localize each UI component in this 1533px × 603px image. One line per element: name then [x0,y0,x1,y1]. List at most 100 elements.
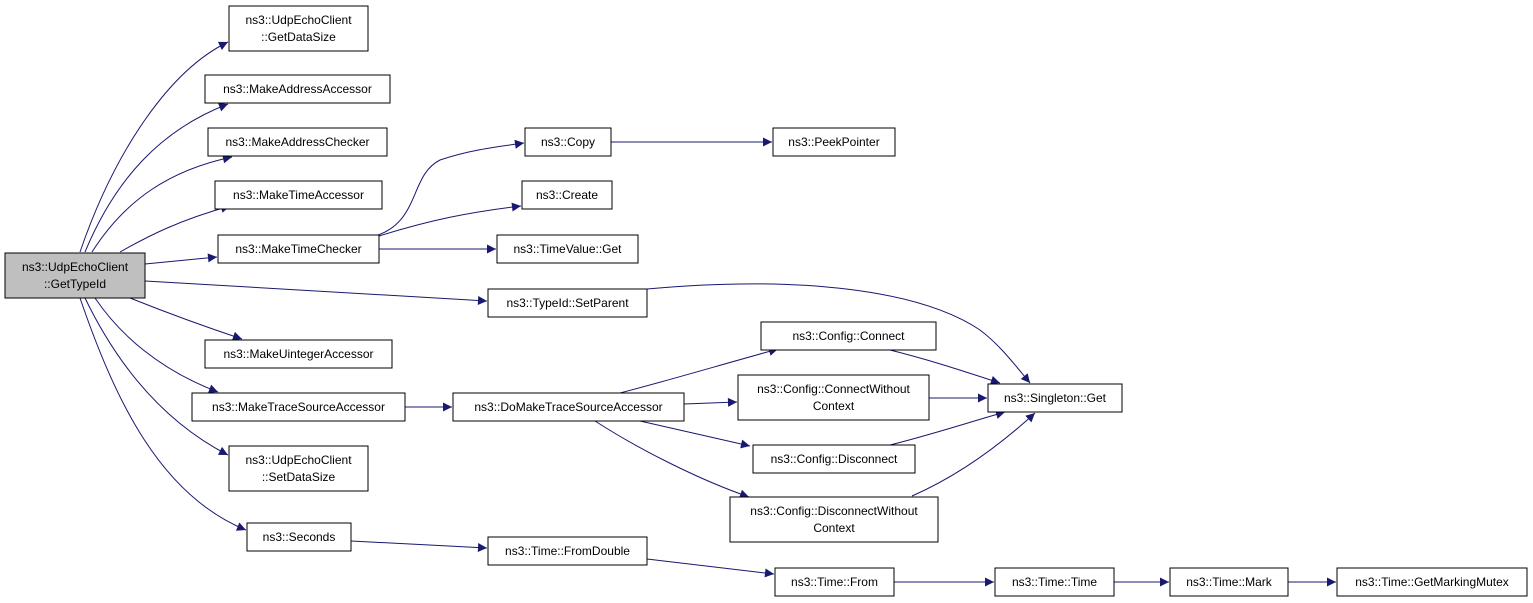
node-make-time-checker[interactable]: ns3::MakeTimeChecker [217,234,380,264]
edge-root-to-make-address-accessor [84,103,229,253]
node-label: ns3::PeekPointer [788,135,879,149]
node-type-id-set-parent[interactable]: ns3::TypeId::SetParent [487,288,648,318]
edge-root-to-make-uinteger-accessor [129,297,243,341]
node-label: Context [813,399,855,413]
node-box [207,127,388,157]
node-label: ns3::MakeAddressChecker [225,135,369,149]
node-time-from[interactable]: ns3::Time::From [774,567,895,597]
call-edges [79,41,1336,587]
node-box [214,180,383,210]
node-seconds[interactable]: ns3::Seconds [246,522,352,552]
edge-root-to-get-data-size [79,41,229,253]
node-box [772,127,896,157]
node-label: ns3::Config::ConnectWithout [757,382,910,396]
node-label: ns3::Config::Disconnect [771,452,898,466]
node-get-data-size[interactable]: ns3::UdpEchoClient::GetDataSize [228,5,369,52]
node-box [217,234,380,264]
node-label: ns3::Time::Mark [1186,575,1273,589]
edge-root-to-make-time-accessor [119,204,231,253]
node-label: ns3::UdpEchoClient [22,260,129,274]
node-config-connect[interactable]: ns3::Config::Connect [760,321,937,351]
node-peek-pointer[interactable]: ns3::PeekPointer [772,127,896,157]
node-make-address-accessor[interactable]: ns3::MakeAddressAccessor [204,74,391,104]
edge-do-make-trace-source-accessor-to-config-connect-without-context [683,397,738,407]
node-make-address-checker[interactable]: ns3::MakeAddressChecker [207,127,388,157]
node-box [752,444,916,474]
node-label: ns3::Copy [541,135,595,149]
node-label: ns3::Time::Time [1012,575,1097,589]
edge-make-time-checker-to-copy [377,139,525,236]
edge-do-make-trace-source-accessor-to-config-connect [619,347,779,394]
node-label: ns3::Singleton::Get [1004,391,1107,405]
node-label: ns3::UdpEchoClient [245,453,352,467]
node-box [774,567,895,597]
node-time-from-double[interactable]: ns3::Time::FromDouble [487,536,648,566]
call-nodes: ns3::UdpEchoClient::GetTypeIdns3::UdpEch… [4,5,1528,597]
node-box [228,5,369,52]
node-label: ::SetDataSize [262,470,336,484]
edge-root-to-seconds [79,297,247,531]
node-box [487,536,648,566]
node-label: ns3::TypeId::SetParent [506,296,629,310]
node-box [204,339,393,369]
edge-seconds-to-time-from-double [350,540,488,553]
node-box [487,288,648,318]
node-box [191,392,406,422]
node-label: ns3::Create [536,188,598,202]
node-box [729,496,939,543]
node-config-disconnect[interactable]: ns3::Config::Disconnect [752,444,916,474]
node-label: ns3::MakeTimeChecker [235,242,361,256]
node-label: ns3::UdpEchoClient [245,13,352,27]
edge-root-to-make-trace-source-accessor [94,297,219,394]
edge-do-make-trace-source-accessor-to-config-disconnect [639,420,751,449]
node-label: ns3::MakeAddressAccessor [223,82,372,96]
node-label: Context [813,521,855,535]
node-box [228,445,369,492]
node-make-time-accessor[interactable]: ns3::MakeTimeAccessor [214,180,383,210]
node-root[interactable]: ns3::UdpEchoClient::GetTypeId [4,252,146,299]
node-make-uinteger-accessor[interactable]: ns3::MakeUintegerAccessor [204,339,393,369]
node-box [994,567,1115,597]
edge-root-to-set-data-size [84,297,229,456]
node-box [204,74,391,104]
node-label: ns3::TimeValue::Get [513,242,622,256]
node-box [1169,567,1289,597]
node-time-time[interactable]: ns3::Time::Time [994,567,1115,597]
node-label: ns3::MakeTraceSourceAccessor [212,400,385,414]
node-box [524,127,612,157]
node-time-mark[interactable]: ns3::Time::Mark [1169,567,1289,597]
node-make-trace-source-accessor[interactable]: ns3::MakeTraceSourceAccessor [191,392,406,422]
node-label: ns3::Seconds [263,530,336,544]
node-label: ns3::Time::FromDouble [505,544,630,558]
node-box [246,522,352,552]
node-set-data-size[interactable]: ns3::UdpEchoClient::SetDataSize [228,445,369,492]
node-time-get-marking-mutex[interactable]: ns3::Time::GetMarkingMutex [1336,567,1528,597]
node-time-value-get[interactable]: ns3::TimeValue::Get [496,234,639,264]
edge-config-connect-to-singleton-get [889,349,1001,385]
node-box [452,392,685,422]
node-label: ns3::Time::GetMarkingMutex [1355,575,1509,589]
edge-config-disconnect-to-singleton-get [889,410,1006,446]
node-label: ns3::Config::DisconnectWithout [750,504,918,518]
node-box [521,180,613,210]
node-singleton-get[interactable]: ns3::Singleton::Get [987,383,1123,413]
edge-root-to-make-time-checker [144,253,218,265]
edge-make-time-checker-to-create [378,202,522,237]
node-label: ns3::DoMakeTraceSourceAccessor [474,400,662,414]
node-box [987,383,1123,413]
node-box [737,374,930,421]
edge-root-to-type-id-set-parent [144,280,488,305]
node-box [1336,567,1528,597]
node-label: ::GetTypeId [44,277,106,291]
node-label: ::GetDataSize [261,30,336,44]
node-create[interactable]: ns3::Create [521,180,613,210]
node-label: ns3::Config::Connect [792,329,905,343]
node-do-make-trace-source-accessor[interactable]: ns3::DoMakeTraceSourceAccessor [452,392,685,422]
node-copy[interactable]: ns3::Copy [524,127,612,157]
edge-type-id-set-parent-to-singleton-get [646,283,1031,384]
edge-root-to-make-address-checker [91,154,233,253]
node-box [496,234,639,264]
